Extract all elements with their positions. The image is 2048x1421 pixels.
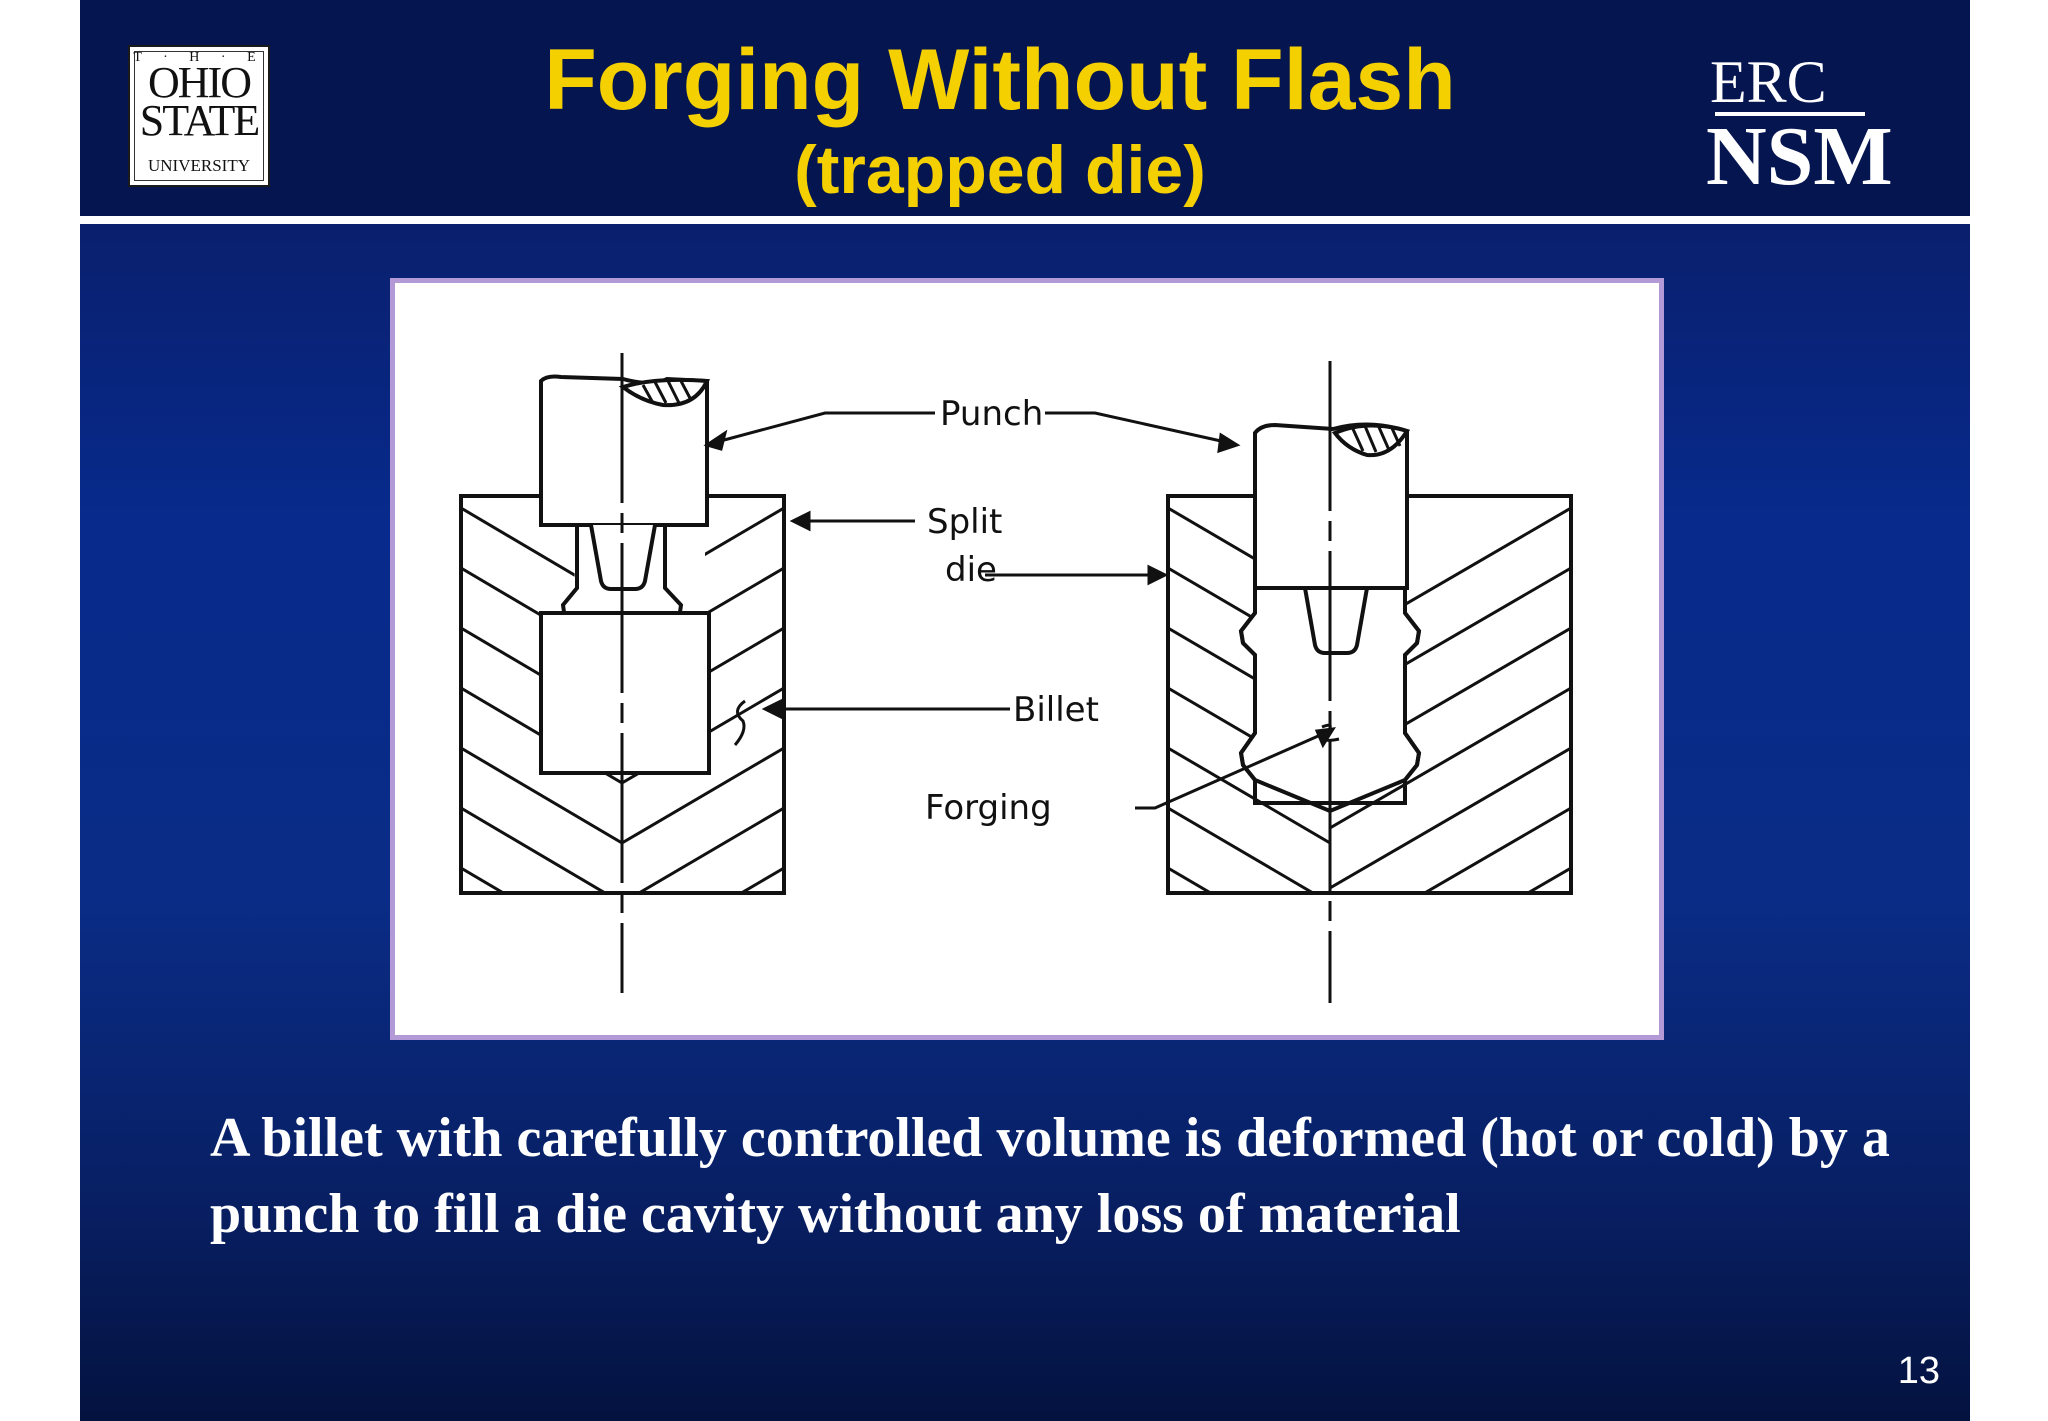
erc-underline <box>1715 112 1865 116</box>
header-divider <box>80 216 1970 224</box>
label-split: Split <box>927 502 1002 542</box>
right-punch-nose <box>1303 587 1369 655</box>
slide-title: Forging Without Flash <box>544 32 1456 128</box>
logo-state: STATE <box>139 96 260 145</box>
ohio-state-logo: T · H · E OHIO STATE UNIVERSITY <box>128 45 270 187</box>
logo-university: UNIVERSITY <box>148 156 250 175</box>
left-assembly <box>459 353 786 993</box>
leader-lines <box>703 411 1340 810</box>
logo-ohio: OHIO <box>148 58 252 107</box>
label-billet: Billet <box>1013 690 1099 730</box>
left-billet <box>539 611 711 775</box>
label-forging: Forging <box>925 788 1052 828</box>
right-assembly <box>1166 361 1573 1003</box>
slide: T · H · E OHIO STATE UNIVERSITY Forging … <box>80 0 1970 1421</box>
header-band <box>80 0 1970 216</box>
logo-the: T · H · E <box>133 50 265 65</box>
slide-body-text: A billet with carefully controlled volum… <box>210 1107 1890 1245</box>
right-forging <box>1238 586 1422 805</box>
label-die: die <box>945 550 997 590</box>
forging-diagram-svg: Punch Split die Billet Forging <box>459 353 1573 1003</box>
slide-subtitle: (trapped die) <box>794 132 1206 208</box>
erc-logo-text: ERC <box>1710 49 1827 115</box>
label-punch: Punch <box>940 394 1043 434</box>
forging-diagram: Punch Split die Billet Forging <box>390 278 1664 1040</box>
nsm-logo-text: NSM <box>1706 110 1893 203</box>
page-number: 13 <box>1897 1350 1940 1392</box>
